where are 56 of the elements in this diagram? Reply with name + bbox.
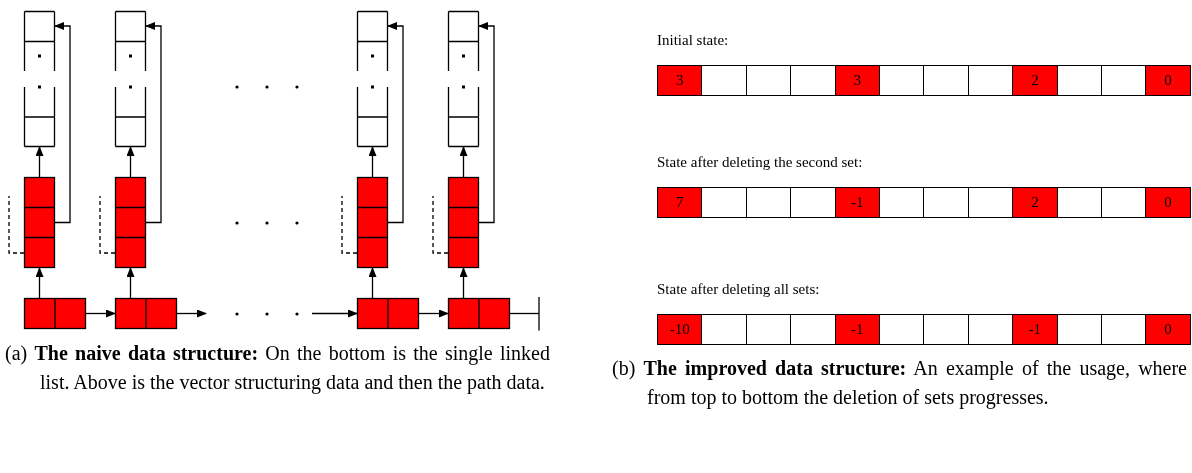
list-node bbox=[448, 298, 510, 329]
vector-stack bbox=[24, 177, 55, 268]
empty-array-cell bbox=[923, 314, 969, 345]
empty-array-cell bbox=[745, 314, 792, 345]
array-cell: 0 bbox=[1145, 187, 1191, 218]
arrow bbox=[145, 22, 162, 224]
arrow bbox=[368, 146, 377, 178]
array-cell: 0 bbox=[1145, 65, 1191, 96]
array-cell: 2 bbox=[1012, 187, 1058, 218]
connector-line bbox=[99, 195, 116, 254]
array-cell: -1 bbox=[1012, 314, 1058, 345]
array-cell: -1 bbox=[834, 187, 880, 218]
caption: (b) The improved data structure: An example of the usage, where from top to bottom the deletion of sets progresses. bbox=[612, 356, 1187, 411]
array-cell: 3 bbox=[657, 65, 703, 96]
list-node bbox=[357, 298, 419, 329]
arrow bbox=[478, 22, 495, 224]
array-cell: 0 bbox=[1145, 314, 1191, 345]
path-data-stack bbox=[24, 11, 55, 147]
arrow bbox=[85, 309, 116, 318]
arrow bbox=[459, 146, 468, 178]
arrow bbox=[126, 146, 135, 178]
array-cell: 2 bbox=[1012, 65, 1058, 96]
connector-line bbox=[341, 195, 358, 254]
arrow bbox=[126, 267, 135, 299]
list-node bbox=[24, 298, 86, 329]
path-data-stack bbox=[115, 11, 146, 147]
arrow bbox=[35, 267, 44, 299]
empty-array-cell bbox=[745, 65, 792, 96]
array-cell: -1 bbox=[834, 314, 880, 345]
arrow bbox=[35, 146, 44, 178]
state-heading: Initial state: bbox=[657, 32, 729, 49]
caption: (a) The naive data structure: On the bottom is the single linked list. Above is the vector structuring data and then the path data. bbox=[5, 341, 550, 396]
arrow bbox=[311, 309, 358, 318]
arrow bbox=[54, 22, 71, 224]
arrow bbox=[368, 267, 377, 299]
connector-line bbox=[8, 195, 25, 254]
vector-stack bbox=[115, 177, 146, 268]
list-node bbox=[115, 298, 177, 329]
connector-line bbox=[432, 195, 449, 254]
array-cell: 7 bbox=[657, 187, 703, 218]
arrow bbox=[459, 267, 468, 299]
empty-array-cell bbox=[923, 187, 969, 218]
path-data-stack bbox=[357, 11, 388, 147]
array-cell: 3 bbox=[834, 65, 880, 96]
state-heading: State after deleting the second set: bbox=[657, 154, 863, 171]
arrow bbox=[176, 309, 207, 318]
empty-array-cell bbox=[923, 65, 969, 96]
terminated-line bbox=[509, 295, 540, 332]
arrow bbox=[387, 22, 404, 224]
vector-stack bbox=[448, 177, 479, 268]
empty-array-cell bbox=[745, 187, 792, 218]
array-cell: -10 bbox=[657, 314, 703, 345]
vector-stack bbox=[357, 177, 388, 268]
arrow bbox=[418, 309, 449, 318]
path-data-stack bbox=[448, 11, 479, 147]
state-heading: State after deleting all sets: bbox=[657, 281, 820, 298]
